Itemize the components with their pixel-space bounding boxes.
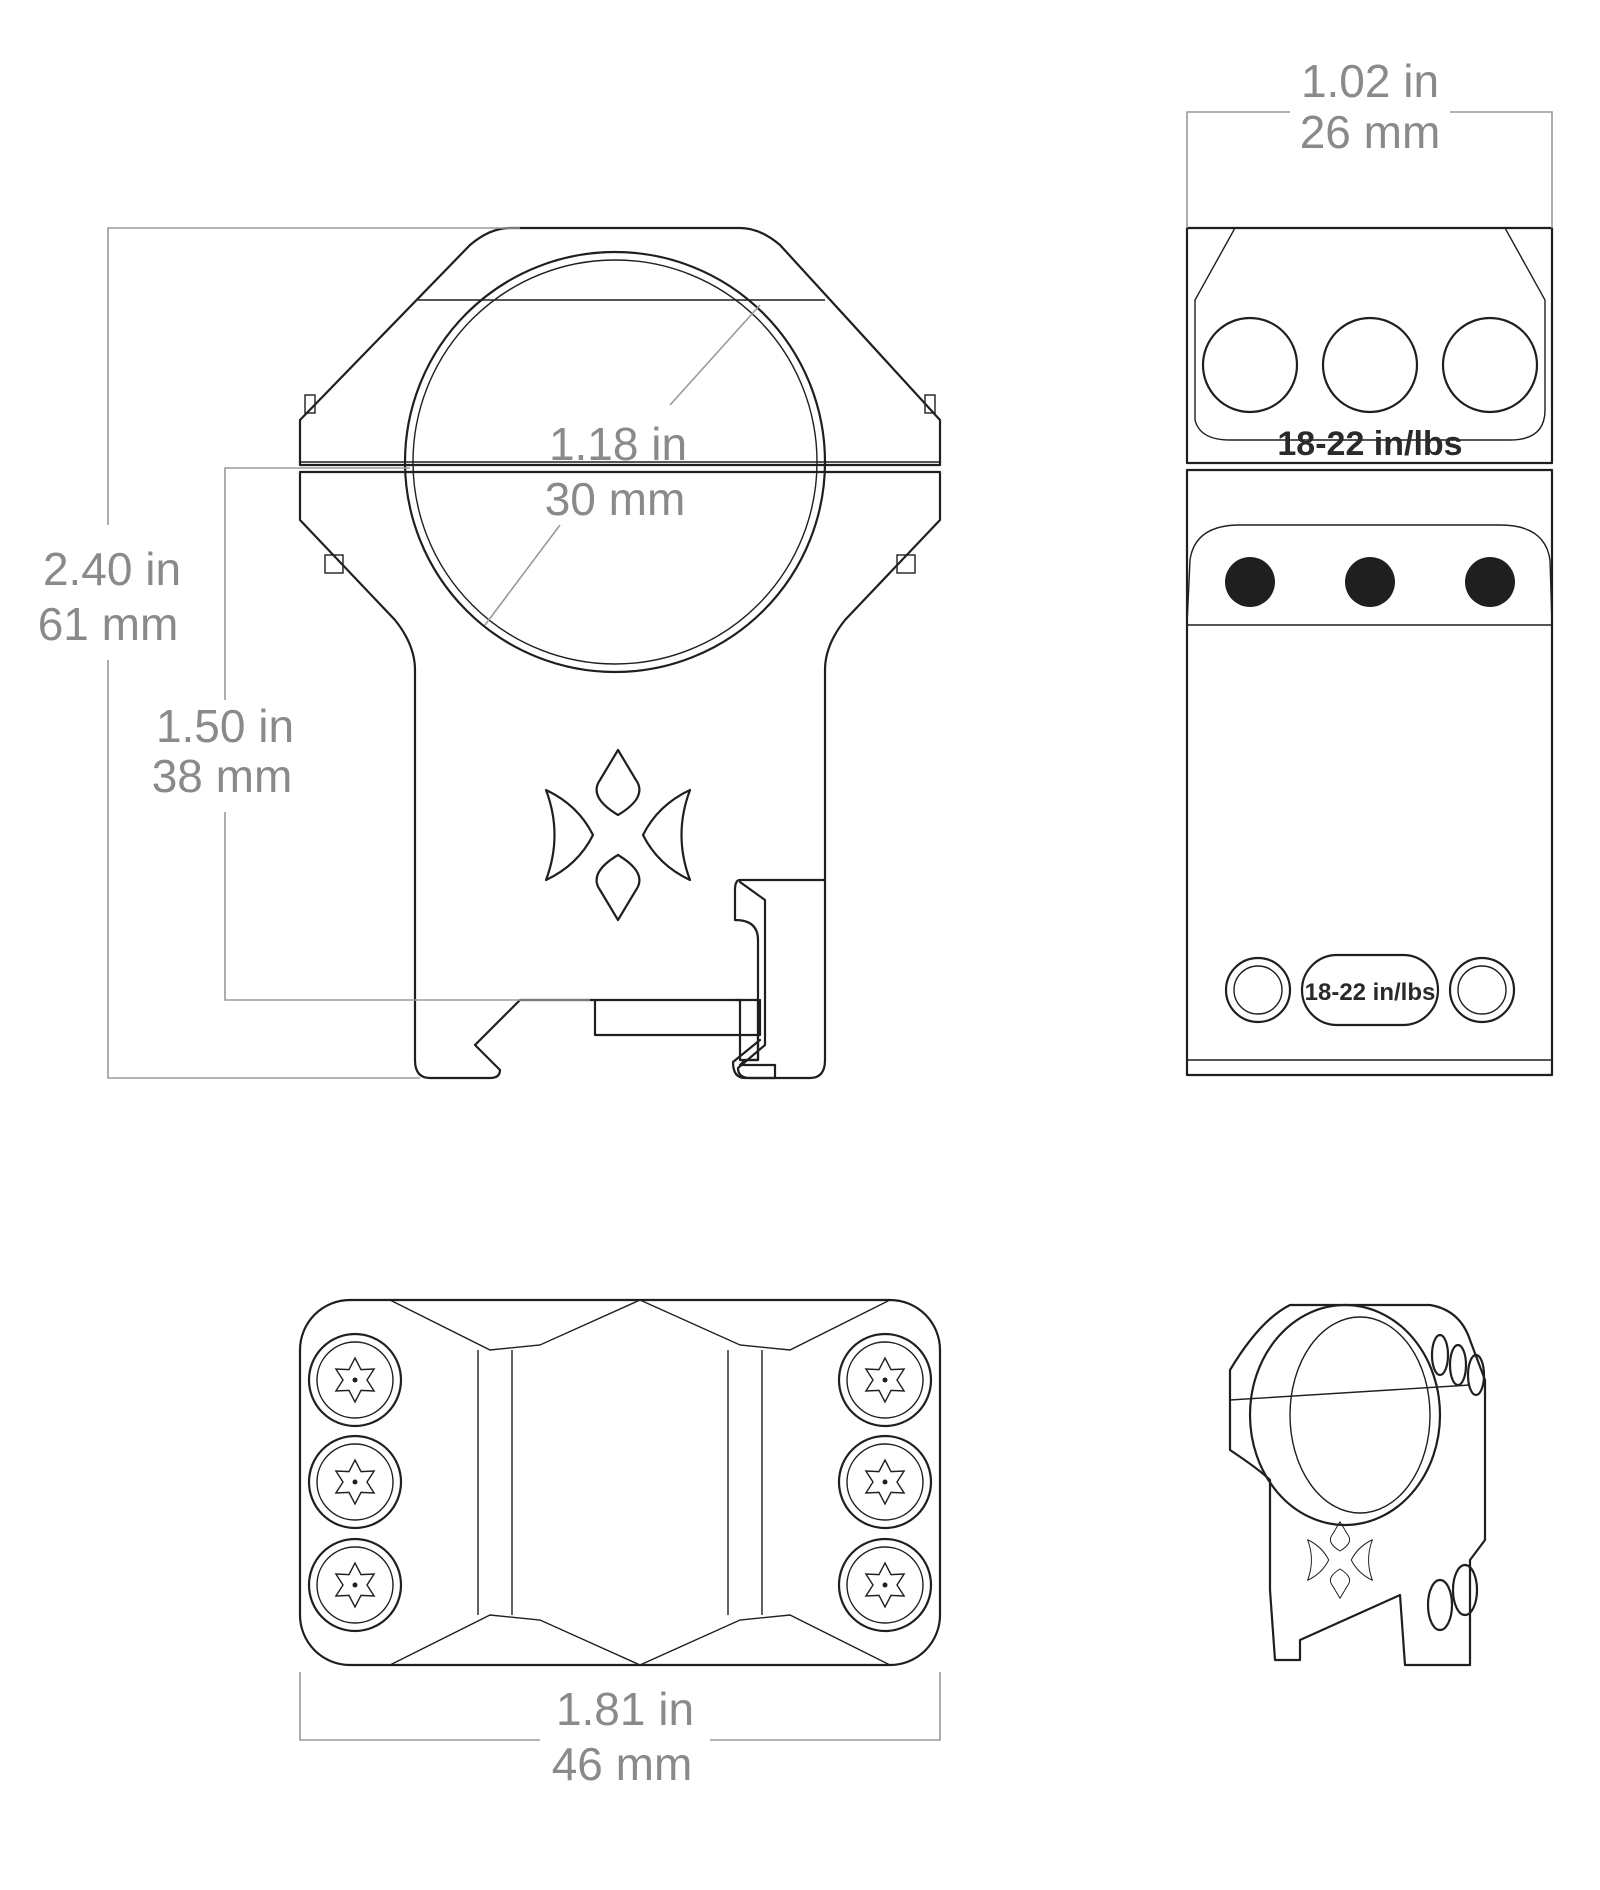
- front-cap-outline: [298, 226, 942, 467]
- side-cap-outline: [1185, 226, 1554, 465]
- base-screw-left-inner: [1233, 965, 1283, 1015]
- dim-ring-diameter-in: 1.18 in: [549, 418, 687, 470]
- dimension-ring-width: 1.02 in 26 mm: [1186, 55, 1553, 228]
- screw-head-3-icon: [1465, 557, 1515, 607]
- bottom-screws: [307, 1332, 933, 1633]
- screw-head-2-icon: [1345, 557, 1395, 607]
- bottom-top-chevron: [389, 1299, 891, 1351]
- iso-cap-hole-2: [1448, 1343, 1468, 1387]
- torx-screw-icon: [307, 1537, 403, 1633]
- cap-torque-engraving: 18-22 in/lbs: [1277, 425, 1462, 463]
- dim-base-length-mm: 46 mm: [552, 1738, 693, 1790]
- dimension-overall-height: 2.40 in 61 mm: [38, 227, 520, 1079]
- front-view: [298, 226, 942, 1080]
- brand-logo-icon: [544, 748, 692, 922]
- bottom-view: [298, 1298, 942, 1667]
- dim-ring-width-in: 1.02 in: [1301, 55, 1439, 107]
- iso-split-line: [1229, 1384, 1471, 1401]
- iso-cap-hole-3: [1466, 1353, 1486, 1397]
- recoil-lug: [593, 998, 762, 1037]
- dimension-ring-diameter: 1.18 in 30 mm: [484, 304, 761, 626]
- iso-ring-bore: [1248, 1303, 1442, 1527]
- iso-ring-inner: [1289, 1316, 1431, 1514]
- dim-overall-height-in: 2.40 in: [43, 543, 181, 595]
- dimension-base-length: 1.81 in 46 mm: [299, 1672, 941, 1790]
- side-view: 18-22 in/lbs 18-22 in/lbs: [1185, 226, 1554, 1077]
- iso-outline: [1228, 1303, 1487, 1667]
- bottom-base-outline: [298, 1298, 942, 1667]
- cap-hole-3: [1441, 316, 1539, 414]
- body-screw-right-icon: [896, 554, 916, 574]
- iso-cap-hole-1: [1430, 1333, 1450, 1377]
- screw-head-1-icon: [1225, 557, 1275, 607]
- dim-ring-width-mm: 26 mm: [1300, 106, 1441, 158]
- cap-hole-1: [1201, 316, 1299, 414]
- isometric-view: [1228, 1303, 1487, 1667]
- iso-base-screw-1: [1426, 1578, 1454, 1632]
- dim-base-length-in: 1.81 in: [556, 1683, 694, 1735]
- front-body-outline: [298, 470, 942, 1080]
- torx-screw-icon: [307, 1434, 403, 1530]
- base-screw-right-icon: [1448, 956, 1516, 1024]
- base-torque-engraving: 18-22 in/lbs: [1305, 979, 1436, 1006]
- base-screw-right-inner: [1457, 965, 1507, 1015]
- torx-screw-icon: [837, 1537, 933, 1633]
- cap-hole-2: [1321, 316, 1419, 414]
- dimension-centerline-height: 1.50 in 38 mm: [152, 467, 590, 1001]
- torx-screw-icon: [837, 1332, 933, 1428]
- iso-logo-icon: [1307, 1521, 1373, 1599]
- side-body-outline: [1185, 468, 1554, 1077]
- torx-screw-icon: [307, 1332, 403, 1428]
- base-torque-badge: [1300, 953, 1440, 1027]
- body-screw-left-icon: [324, 554, 344, 574]
- side-cap-bevel: [1194, 227, 1546, 441]
- base-screw-left-icon: [1224, 956, 1292, 1024]
- torx-screw-icon: [837, 1434, 933, 1530]
- cap-screw-right-icon: [924, 394, 936, 414]
- rail-notch-right: [736, 878, 827, 1080]
- dim-ring-diameter-mm: 30 mm: [545, 473, 686, 525]
- cap-screw-left-icon: [304, 394, 316, 414]
- dim-centerline-height-in: 1.50 in: [156, 700, 294, 752]
- iso-base-screw-2: [1451, 1563, 1479, 1617]
- bottom-lower-chevron: [389, 1614, 891, 1666]
- dim-overall-height-mm: 61 mm: [38, 598, 179, 650]
- ring-bore-outer: [403, 250, 827, 674]
- ring-bore-inner: [412, 259, 818, 665]
- side-body-bevel: [1186, 524, 1553, 626]
- dim-centerline-height-mm: 38 mm: [152, 750, 293, 802]
- rail-clamp: [731, 998, 777, 1080]
